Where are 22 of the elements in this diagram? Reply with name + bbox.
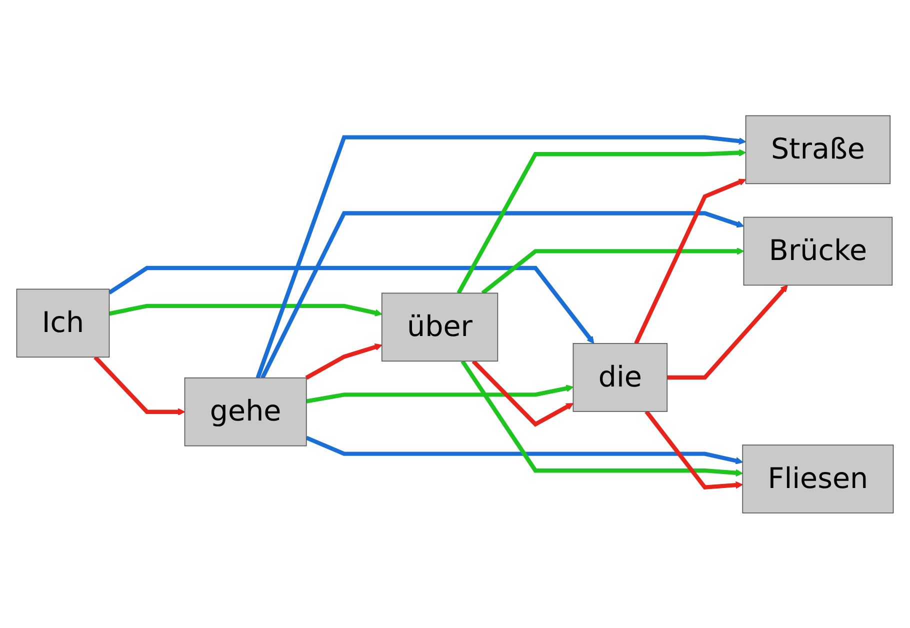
arrow [481, 247, 744, 294]
arrow [94, 355, 186, 416]
node-box: Ich [16, 288, 110, 358]
arrow [305, 343, 382, 380]
arrow [256, 134, 746, 378]
arrow [108, 304, 382, 316]
arrow [644, 410, 743, 490]
arrow [108, 266, 594, 344]
arrow [260, 210, 744, 378]
node-box: Fliesen [742, 444, 894, 514]
arrow [472, 359, 574, 426]
arrow [460, 360, 743, 476]
arrow [306, 384, 574, 403]
arrow [667, 284, 788, 380]
node-box: gehe [184, 377, 307, 446]
arrow [456, 148, 746, 294]
node-box: über [381, 292, 498, 362]
arrow [634, 178, 746, 344]
node-box: die [572, 342, 668, 412]
node-box: Straße [745, 114, 891, 184]
node-box: Brücke [743, 216, 893, 286]
arrow [306, 435, 743, 464]
